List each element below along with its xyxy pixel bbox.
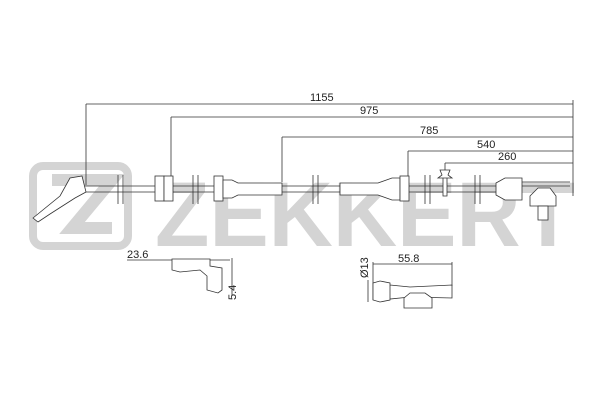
- connector-body: [495, 177, 523, 201]
- mounting-clip: [436, 169, 454, 197]
- dim-label-sensor-height: 5.4: [227, 285, 239, 300]
- grommet-2: [213, 175, 224, 202]
- dim-label-sensor-length: 23.6: [127, 249, 148, 261]
- sensor-head: [32, 175, 87, 223]
- detail-connector: Ø13 55.8: [359, 253, 453, 309]
- dim-label-connector-length: 55.8: [398, 253, 419, 265]
- sensor-detail-shape: [171, 258, 223, 294]
- connector-plug: [529, 187, 557, 207]
- connector-detail-shape: [372, 280, 453, 303]
- dim-label-1155: 1155: [310, 92, 334, 104]
- dim-label-540: 540: [477, 139, 495, 151]
- dim-label-connector-diameter: Ø13: [359, 257, 371, 278]
- sensor-cable: [32, 169, 570, 223]
- dim-label-260: 260: [498, 151, 516, 163]
- dim-label-785: 785: [420, 125, 438, 137]
- connector-pins: [537, 205, 549, 221]
- grommet-3: [399, 175, 410, 202]
- zekkert-watermark: ZEKKERT: [29, 162, 575, 266]
- watermark-z-frame: [29, 162, 132, 250]
- detail-sensor: 23.6 5.4: [127, 249, 239, 300]
- grommet-1: [163, 175, 174, 202]
- dim-label-975: 975: [360, 105, 378, 117]
